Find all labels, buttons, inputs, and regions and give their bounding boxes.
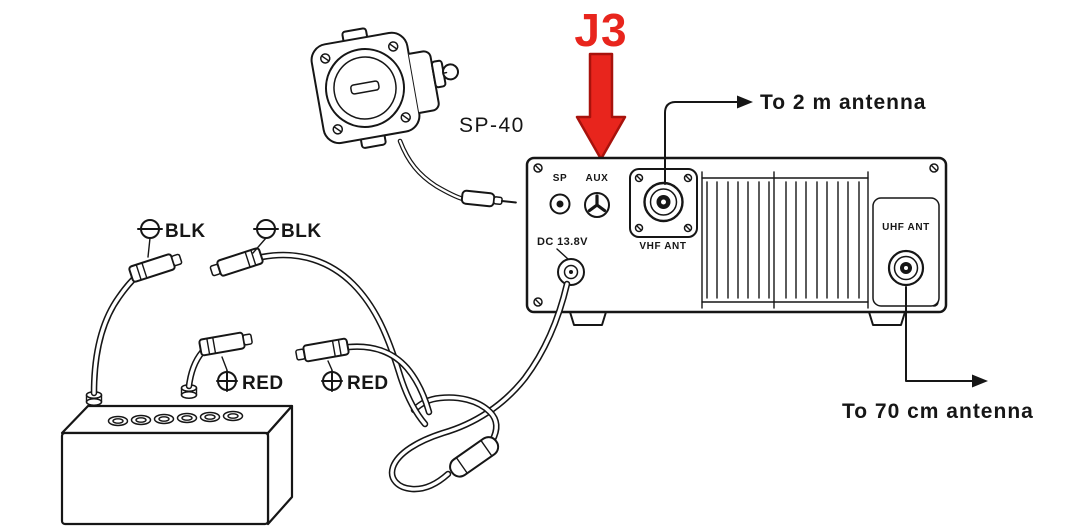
label-sp-jack: SP — [553, 173, 568, 184]
blk-label-right: BLK — [252, 219, 322, 254]
label-sp40: SP-40 — [459, 114, 525, 137]
red-label-right: RED — [321, 360, 389, 394]
label-to-2m-antenna: To 2 m antenna — [760, 91, 926, 114]
blk-label-left: BLK — [137, 219, 206, 258]
panel-foot — [569, 311, 906, 326]
speaker-screw — [320, 41, 411, 135]
arrow-to-70cm: To 70 cm antenna — [842, 286, 1034, 423]
j3-arrow — [575, 52, 627, 161]
uhf-ant-connector: UHF ANT — [872, 197, 940, 307]
arrow-to-2m: To 2 m antenna — [664, 91, 926, 185]
plus-circle-icon — [321, 370, 343, 392]
sp-jack: SP — [549, 173, 571, 215]
label-red-right: RED — [347, 373, 389, 394]
wire-positive-radio-side — [345, 343, 433, 416]
speaker-sp40 — [310, 27, 517, 208]
red-label-left: RED — [216, 356, 284, 394]
label-dc-voltage: DC 13.8V — [537, 236, 588, 248]
vhf-ant-connector: VHF ANT — [629, 168, 698, 252]
cooling-fins — [701, 171, 869, 309]
minus-circle-icon — [137, 219, 163, 239]
connector-blk-left — [128, 253, 183, 283]
connector-red-left — [198, 331, 253, 357]
dc-connector: DC 13.8V — [537, 236, 588, 286]
battery — [60, 384, 294, 526]
radio-rear-panel: SP AUX DC 13.8V — [525, 156, 948, 326]
label-to-70cm-antenna: To 70 cm antenna — [842, 400, 1034, 423]
wire-negative-radio-side — [258, 251, 429, 428]
speaker-plug — [460, 189, 517, 208]
label-red-left: RED — [242, 373, 284, 394]
wire-negative-battery-side — [90, 270, 143, 397]
label-j3: J3 — [574, 4, 627, 56]
battery-cell-cap — [107, 410, 244, 427]
fuse-holder — [449, 436, 500, 478]
label-uhf-ant: UHF ANT — [882, 222, 930, 233]
label-blk-left: BLK — [165, 221, 206, 242]
speaker-cable — [397, 138, 466, 202]
speaker-mount-bracket — [408, 50, 460, 114]
label-aux-jack: AUX — [586, 173, 609, 184]
connector-blk-right — [209, 247, 264, 277]
plus-circle-icon — [216, 370, 238, 392]
aux-connector: AUX — [584, 173, 610, 218]
label-vhf-ant: VHF ANT — [639, 241, 686, 252]
connector-red-right — [295, 337, 350, 363]
minus-circle-icon — [253, 219, 279, 239]
j3-callout: J3 — [574, 4, 627, 161]
label-blk-right: BLK — [281, 221, 322, 242]
